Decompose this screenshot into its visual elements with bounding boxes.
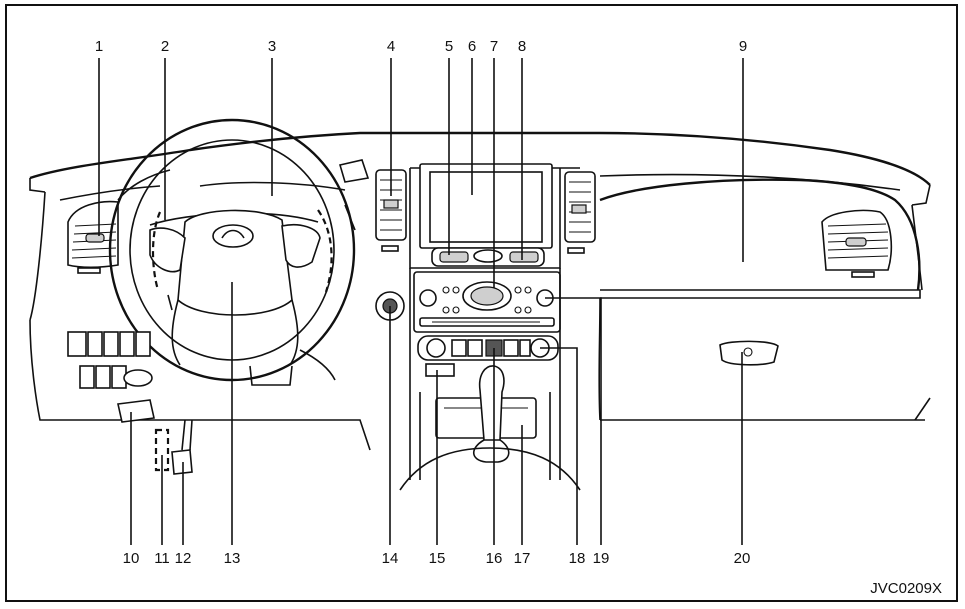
callout-11: 11 (154, 550, 170, 567)
callout-17: 17 (514, 550, 531, 567)
center-console (399, 268, 581, 491)
meter-hood-ornament (338, 159, 370, 183)
callout-9: 9 (739, 38, 747, 55)
callout-10: 10 (123, 550, 140, 567)
callout-6: 6 (468, 38, 476, 55)
callout-12: 12 (175, 550, 192, 567)
audio-unit (413, 271, 561, 333)
left-side-vent (67, 200, 119, 274)
climate-control (417, 335, 559, 361)
callout-15: 15 (429, 550, 446, 567)
center-vents (375, 169, 596, 254)
left-switch-panel (67, 331, 193, 475)
callouts-top: 1 2 3 4 5 6 7 8 9 (95, 38, 747, 55)
callout-2: 2 (161, 38, 169, 55)
glove-box-handle (719, 340, 779, 366)
steering-wheel (108, 118, 356, 386)
center-display (409, 163, 561, 269)
callout-13: 13 (224, 550, 241, 567)
leader-lines (98, 58, 744, 545)
callout-14: 14 (382, 550, 399, 567)
callout-8: 8 (518, 38, 526, 55)
callout-16: 16 (486, 550, 503, 567)
passenger-side-vent (821, 209, 893, 278)
callout-5: 5 (445, 38, 453, 55)
callout-7: 7 (490, 38, 498, 55)
callout-20: 20 (734, 550, 751, 567)
callout-3: 3 (268, 38, 276, 55)
callout-1: 1 (95, 38, 103, 55)
figure-code: JVC0209X (870, 580, 942, 597)
callouts-bottom: 10 11 12 13 14 15 16 17 18 19 20 (123, 550, 751, 567)
callout-4: 4 (387, 38, 395, 55)
meter-hood (199, 181, 346, 191)
callout-18: 18 (569, 550, 586, 567)
callout-19: 19 (593, 550, 610, 567)
